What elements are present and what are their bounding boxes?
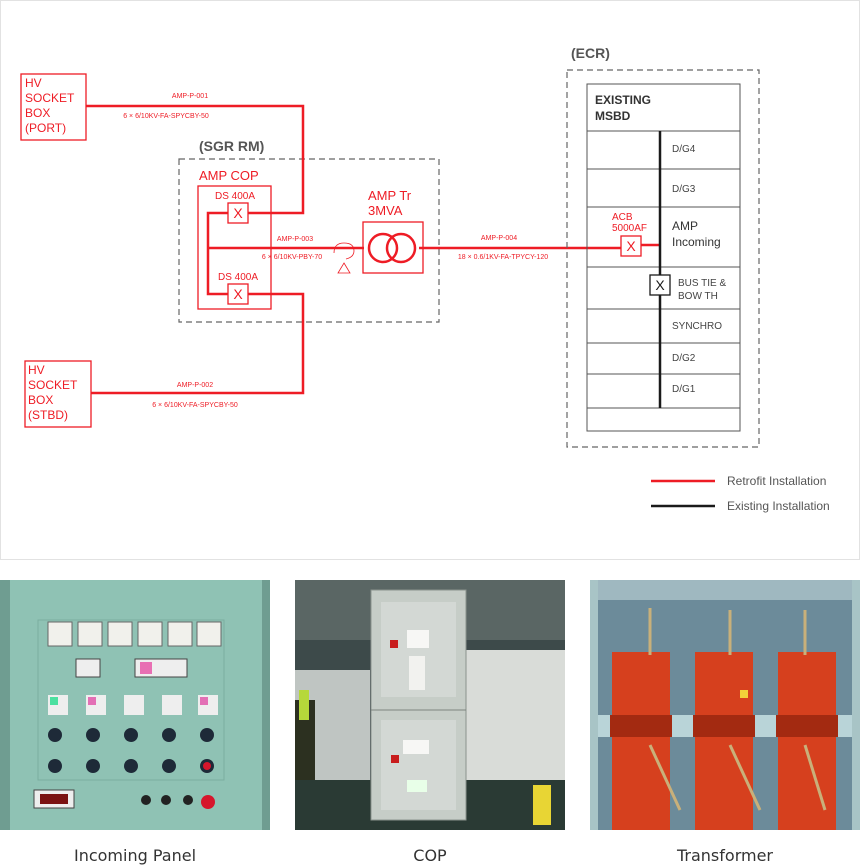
hv-port-line-4: (PORT)	[25, 121, 66, 135]
hv-stbd-line-1: HV	[28, 363, 45, 377]
legend-existing-label: Existing Installation	[727, 499, 830, 513]
cop-photo	[295, 580, 565, 830]
cable-p001-name: AMP-P-001	[172, 93, 208, 100]
msbd-label-2: MSBD	[595, 109, 631, 123]
disconnect-switch-top: X	[227, 202, 249, 224]
incoming-panel-photo	[0, 580, 270, 830]
msbd-row-bus-tie-2: BOW TH	[678, 291, 718, 302]
hv-socket-box-stbd: HV SOCKET BOX (STBD)	[24, 360, 92, 428]
acb-symbol: X	[626, 238, 636, 254]
incoming-panel-caption: Incoming Panel	[73, 846, 197, 865]
amp-tr-label-1: AMP Tr	[368, 188, 412, 203]
ecr-boundary	[566, 69, 760, 448]
bus-tie-breaker: X	[649, 274, 671, 296]
cop-caption: COP	[413, 846, 447, 865]
msbd-row-dg4: D/G4	[672, 144, 696, 155]
ds-top-symbol: X	[233, 205, 243, 221]
msbd-row-dg2: D/G2	[672, 353, 696, 364]
hv-port-line-1: HV	[25, 76, 42, 90]
msbd-row-bus-tie-1: BUS TIE &	[678, 278, 726, 289]
amp-tr-label-2: 3MVA	[368, 203, 403, 218]
cable-p004-spec: 18 × 0.6/1KV-FA-TPYCY-120	[458, 254, 548, 261]
cable-p002-spec: 6 × 6/10KV-FA-SPYCBY-50	[152, 402, 238, 409]
cable-p004-name: AMP-P-004	[481, 235, 517, 242]
msbd-row-amp-incoming-1: AMP	[672, 219, 698, 233]
hv-stbd-line-4: (STBD)	[28, 408, 68, 422]
sgr-room-boundary	[178, 158, 440, 323]
ds-top-label: DS 400A	[215, 191, 255, 202]
single-line-diagram: HV SOCKET BOX (PORT) HV SOCKET BOX (STBD…	[0, 0, 860, 560]
hv-port-line-2: SOCKET	[25, 91, 75, 105]
hv-stbd-line-2: SOCKET	[28, 378, 78, 392]
earthing-icon	[333, 242, 355, 274]
bus-tie-symbol: X	[655, 277, 665, 293]
hv-socket-box-port: HV SOCKET BOX (PORT)	[20, 73, 87, 141]
retrofit-wiring	[86, 104, 659, 395]
msbd-panel	[586, 83, 741, 432]
ecr-label: (ECR)	[571, 45, 610, 61]
diagram-svg: HV SOCKET BOX (PORT) HV SOCKET BOX (STBD…	[20, 45, 830, 513]
msbd-label-1: EXISTING	[595, 93, 651, 107]
transformer-caption: Transformer	[676, 846, 773, 865]
msbd-row-synchro: SYNCHRO	[672, 321, 722, 332]
cable-p002-name: AMP-P-002	[177, 382, 213, 389]
sgr-room-label: (SGR RM)	[199, 138, 264, 154]
cable-p001-spec: 6 × 6/10KV-FA-SPYCBY-50	[123, 113, 209, 120]
transformer-icon	[367, 232, 417, 264]
acb-label-2: 5000AF	[612, 223, 647, 234]
hv-port-line-3: BOX	[25, 106, 50, 120]
msbd-row-amp-incoming-2: Incoming	[672, 235, 721, 249]
amp-cop-label: AMP COP	[199, 168, 259, 183]
hv-stbd-line-3: BOX	[28, 393, 53, 407]
disconnect-switch-bottom: X	[227, 283, 249, 305]
acb-breaker: X	[620, 235, 642, 257]
ds-bottom-symbol: X	[233, 286, 243, 302]
cable-p003-spec: 6 × 6/10KV-PBY-70	[262, 254, 322, 261]
legend: Retrofit Installation Existing Installat…	[651, 474, 830, 513]
ds-bottom-label: DS 400A	[218, 272, 258, 283]
cable-p003-name: AMP-P-003	[277, 236, 313, 243]
amp-transformer-box	[362, 221, 424, 274]
transformer-photo	[590, 580, 860, 830]
msbd-row-dg3: D/G3	[672, 184, 696, 195]
legend-retrofit-label: Retrofit Installation	[727, 474, 826, 488]
msbd-row-dg1: D/G1	[672, 384, 696, 395]
acb-label-1: ACB	[612, 212, 633, 223]
